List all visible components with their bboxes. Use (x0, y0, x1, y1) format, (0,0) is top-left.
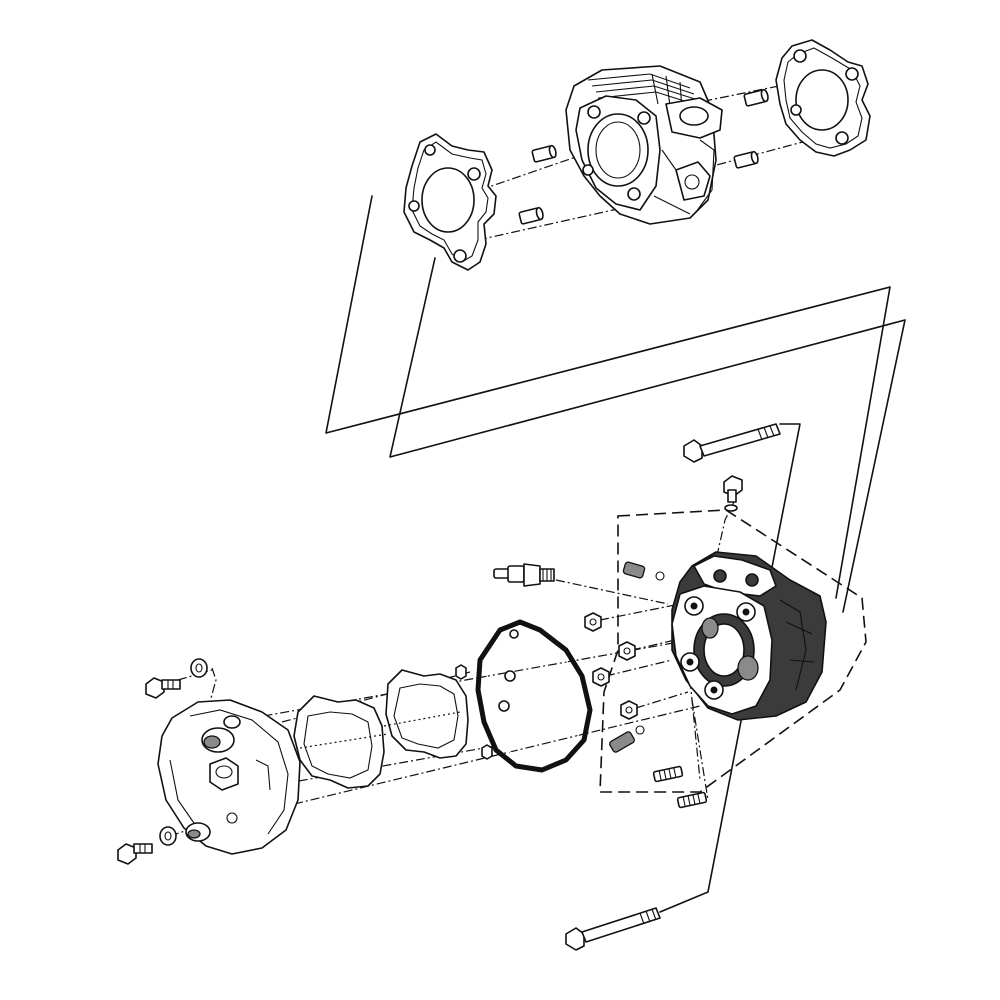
head-nuts (584, 612, 638, 720)
dowel-pins (518, 88, 769, 225)
long-stud-bolt-bottom (565, 907, 661, 951)
long-stud-bolt-top (683, 423, 781, 463)
cylinder (565, 65, 723, 225)
banjo-bolt (723, 475, 743, 512)
head-small-parts (609, 561, 665, 753)
valve-cover-gasket (475, 619, 593, 773)
cover-bolts (117, 658, 208, 865)
stud-bolts-short (652, 765, 708, 809)
cylinder-head (671, 551, 827, 721)
cylinder-head-cover (157, 699, 301, 855)
gasket-nuts (455, 664, 493, 760)
exhaust-gasket-right (775, 39, 871, 157)
head-plate-gaskets (293, 669, 469, 789)
spark-plug (493, 563, 555, 587)
exhaust-gasket-left (403, 133, 497, 271)
head-group-outline (599, 509, 867, 793)
